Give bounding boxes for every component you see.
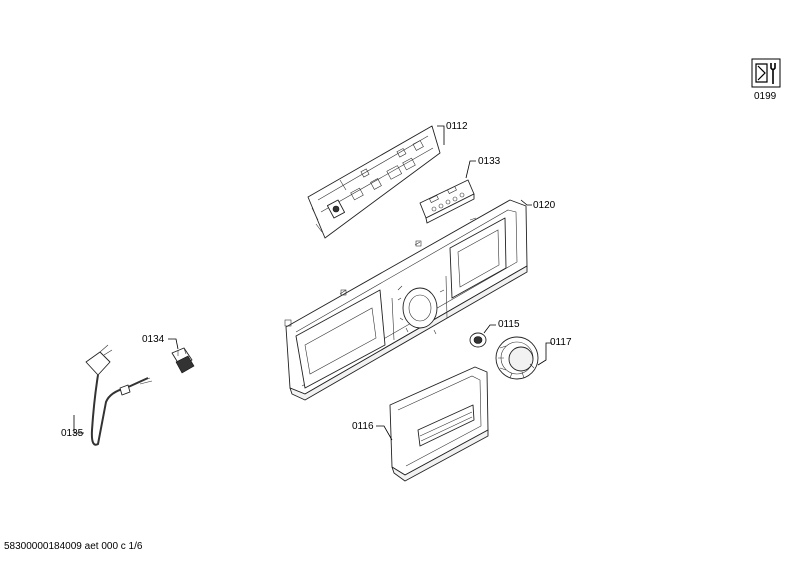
callout-0135: 0135	[61, 428, 84, 439]
selector-knob	[495, 336, 539, 380]
callout-0117: 0117	[550, 337, 572, 348]
button-panel-board	[419, 179, 475, 224]
control-panel-fascia	[284, 199, 528, 401]
electronic-module	[307, 125, 441, 239]
callout-0115: 0115	[498, 319, 520, 330]
service-tool-icon	[751, 58, 781, 88]
cable-clip	[171, 347, 195, 374]
callout-0116: 0116	[352, 421, 374, 432]
callout-0133: 0133	[478, 156, 501, 167]
callout-0134: 0134	[142, 334, 165, 345]
dispenser-drawer-front	[389, 366, 489, 482]
callout-0112: 0112	[446, 121, 468, 132]
knob-bearing	[469, 332, 487, 348]
mains-cable	[85, 344, 153, 446]
document-id: 58300000184009 aet 000 c 1/6	[4, 541, 143, 552]
callout-0120: 0120	[533, 200, 556, 211]
callout-0199: 0199	[754, 91, 777, 102]
